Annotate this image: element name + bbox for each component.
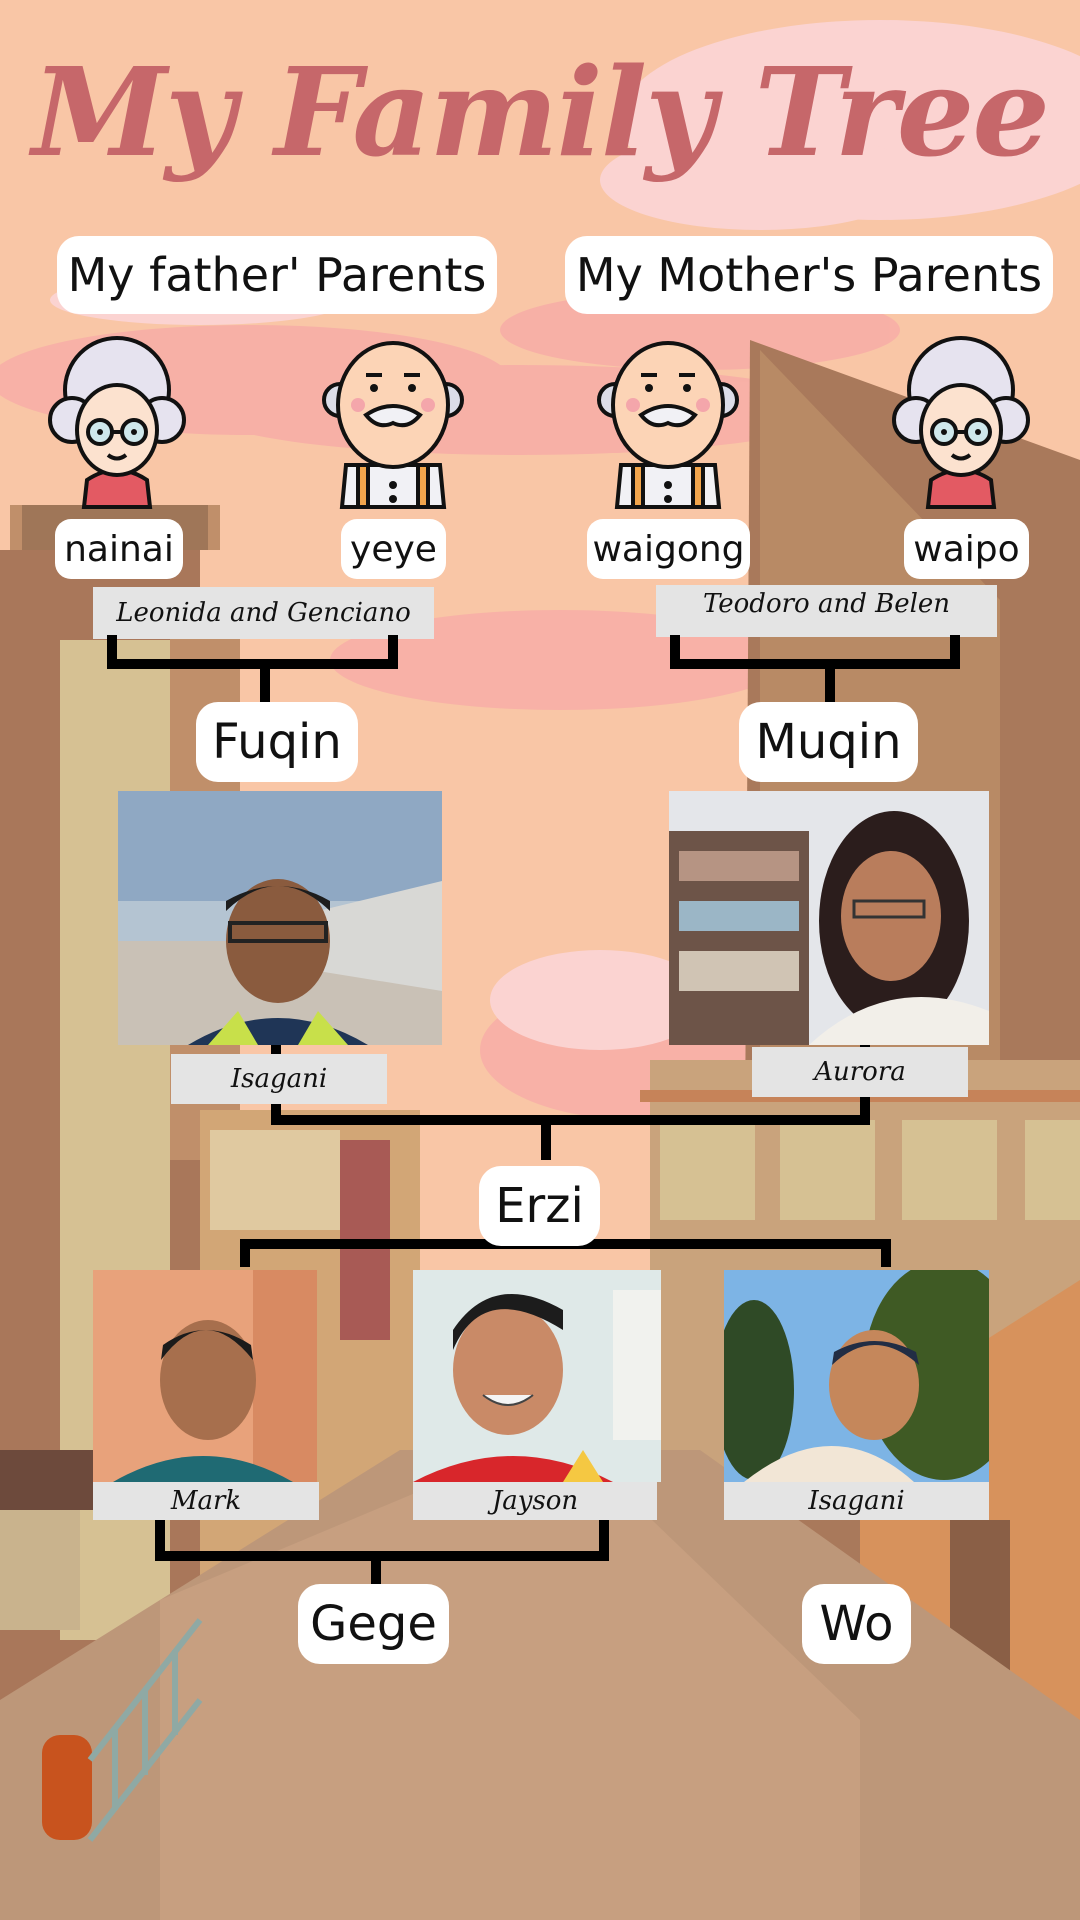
father-role-label: Fuqin	[196, 702, 358, 782]
gege-role-label: Gege	[298, 1584, 449, 1664]
grandpa-avatar-icon	[322, 341, 464, 509]
father-photo	[118, 791, 442, 1045]
grandpa-avatar-icon	[597, 341, 739, 509]
mother-parents-header: My Mother's Parents	[565, 236, 1053, 314]
mother-role-label: Muqin	[739, 702, 918, 782]
sibling-caption-isagani: Isagani	[724, 1482, 989, 1520]
erzi-role-label: Erzi	[479, 1166, 600, 1246]
grandma-avatar-icon	[48, 336, 186, 509]
grandparent-label-waipo: waipo	[904, 519, 1029, 579]
sibling-photo-jayson	[413, 1270, 661, 1482]
grandparent-label-nainai: nainai	[55, 519, 183, 579]
sibling-photo-mark	[93, 1270, 317, 1482]
sibling-caption-jayson: Jayson	[413, 1482, 657, 1520]
mother-name-caption: Aurora	[752, 1047, 968, 1097]
grandparent-label-waigong: waigong	[587, 519, 750, 579]
page-title: My Family Tree	[32, 40, 1050, 184]
grandparent-label-yeye: yeye	[341, 519, 446, 579]
father-name-caption: Isagani	[171, 1054, 387, 1104]
wo-role-label: Wo	[802, 1584, 911, 1664]
sibling-caption-mark: Mark	[93, 1482, 319, 1520]
father-parents-header: My father' Parents	[57, 236, 497, 314]
paternal-grandparents-caption: Leonida and Genciano	[93, 587, 434, 639]
grandma-avatar-icon	[892, 336, 1030, 509]
maternal-grandparents-caption: Teodoro and Belen	[656, 585, 997, 637]
sibling-photo-isagani	[724, 1270, 989, 1482]
mother-photo	[669, 791, 989, 1045]
